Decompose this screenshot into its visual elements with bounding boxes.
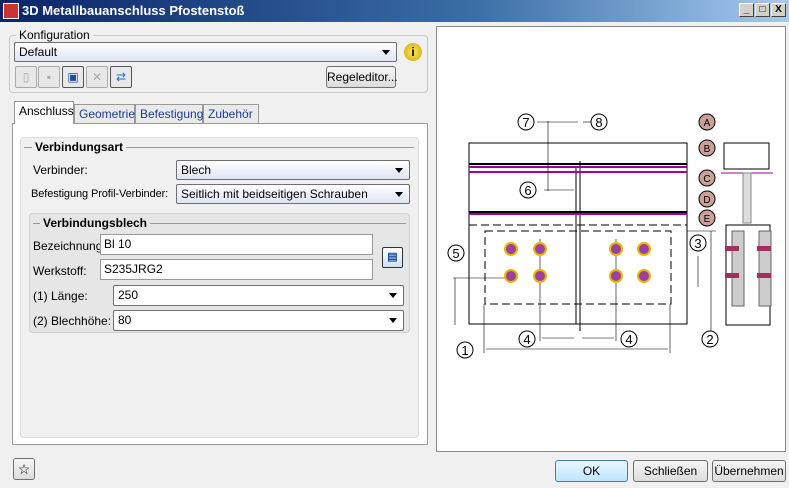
part-label-a: A — [704, 118, 711, 129]
ok-button[interactable]: OK — [555, 460, 628, 482]
laenge-label: (1) Länge: — [33, 289, 88, 303]
app-icon — [3, 3, 19, 19]
tab-geometrie[interactable]: Geometrie — [74, 104, 135, 123]
bezeichnung-input[interactable]: Bl 10 — [100, 234, 373, 255]
verbindungsblech-title: Verbindungsblech — [40, 216, 151, 230]
title-bar: 3D Metallbauanschluss Pfostenstoß _ □ X — [0, 0, 789, 22]
part-label-b: B — [704, 144, 711, 155]
dim-label-7: 7 — [522, 115, 529, 130]
plate-outline — [484, 230, 672, 305]
minimize-button[interactable]: _ — [739, 3, 754, 17]
new-icon[interactable]: ▯ — [15, 66, 37, 88]
dim-label-8: 8 — [595, 115, 602, 130]
regeleditor-button[interactable]: Regeleditor... — [326, 66, 398, 88]
befestigung-label: Befestigung Profil-Verbinder: — [31, 188, 169, 200]
befestigung-select[interactable]: Seitlich mit beidseitigen Schrauben — [176, 184, 410, 204]
blechhoehe-select[interactable]: 80 — [113, 310, 404, 331]
post-outline — [468, 142, 688, 325]
konfiguration-group — [9, 35, 428, 93]
tab-befestigung[interactable]: Befestigung — [135, 104, 203, 123]
laenge-select[interactable]: 250 — [113, 285, 404, 306]
tab-zubehoer[interactable]: Zubehör — [203, 104, 259, 123]
verbinder-value: Blech — [181, 163, 212, 177]
dim-label-4: 4 — [625, 332, 632, 347]
window-title: 3D Metallbauanschluss Pfostenstoß — [22, 3, 245, 18]
bolt — [504, 242, 518, 256]
blechhoehe-value: 80 — [118, 313, 132, 327]
part-label-e: E — [704, 214, 711, 225]
side-view — [721, 142, 773, 326]
werkstoff-input[interactable]: S235JRG2 — [100, 259, 373, 280]
blechhoehe-label: (2) Blechhöhe: — [33, 314, 112, 328]
befestigung-value: Seitlich mit beidseitigen Schrauben — [181, 187, 368, 201]
bolt — [504, 269, 518, 283]
refresh-icon[interactable]: ⇄ — [110, 66, 132, 88]
bolt — [637, 242, 651, 256]
divider — [24, 147, 414, 148]
chevron-down-icon — [395, 192, 403, 197]
werkstoff-label: Werkstoff: — [33, 264, 87, 278]
laenge-value: 250 — [118, 288, 139, 302]
chevron-down-icon — [395, 168, 403, 173]
save-icon[interactable]: ▪ — [38, 66, 60, 88]
dim-label-1: 1 — [461, 343, 468, 358]
dim-label-6: 6 — [524, 183, 531, 198]
konfiguration-select[interactable]: Default — [14, 42, 397, 62]
bolt — [609, 269, 623, 283]
material-catalog-icon[interactable]: ▤ — [382, 247, 403, 268]
verbinder-select[interactable]: Blech — [176, 160, 410, 180]
uebernehmen-button[interactable]: Übernehmen — [712, 460, 786, 482]
bolt — [609, 242, 623, 256]
dim-label-4: 4 — [523, 332, 530, 347]
bolt — [637, 269, 651, 283]
konfiguration-label: Konfiguration — [16, 28, 93, 42]
close-button[interactable]: X — [771, 3, 786, 17]
bezeichnung-label: Bezeichnung: — [33, 239, 106, 253]
chevron-down-icon — [382, 50, 390, 55]
dim-label-2: 2 — [706, 332, 713, 347]
preview-panel: 7 8 6 5 1 4 4 3 2 A B C D E — [436, 26, 786, 452]
bolt — [533, 242, 547, 256]
dim-label-3: 3 — [694, 236, 701, 251]
part-label-c: C — [703, 174, 710, 185]
verbinder-label: Verbinder: — [33, 163, 88, 177]
chevron-down-icon — [389, 293, 397, 298]
info-icon[interactable]: i — [404, 43, 422, 61]
connection-drawing: 7 8 6 5 1 4 4 3 2 A B C D E — [447, 113, 773, 359]
konfiguration-value: Default — [19, 45, 58, 59]
part-label-d: D — [703, 195, 710, 206]
favorite-star-icon[interactable]: ☆ — [13, 458, 35, 480]
bolts — [504, 242, 651, 283]
maximize-button[interactable]: □ — [755, 3, 770, 17]
dim-label-5: 5 — [452, 246, 459, 261]
schliessen-button[interactable]: Schließen — [633, 460, 708, 482]
verbindungsart-title: Verbindungsart — [32, 140, 127, 154]
delete-icon[interactable]: ✕ — [86, 66, 108, 88]
save-as-icon[interactable]: ▣ — [62, 66, 84, 88]
bolt — [533, 269, 547, 283]
divider — [33, 223, 406, 224]
tab-anschluss[interactable]: Anschluss — [14, 101, 74, 124]
chevron-down-icon — [389, 318, 397, 323]
